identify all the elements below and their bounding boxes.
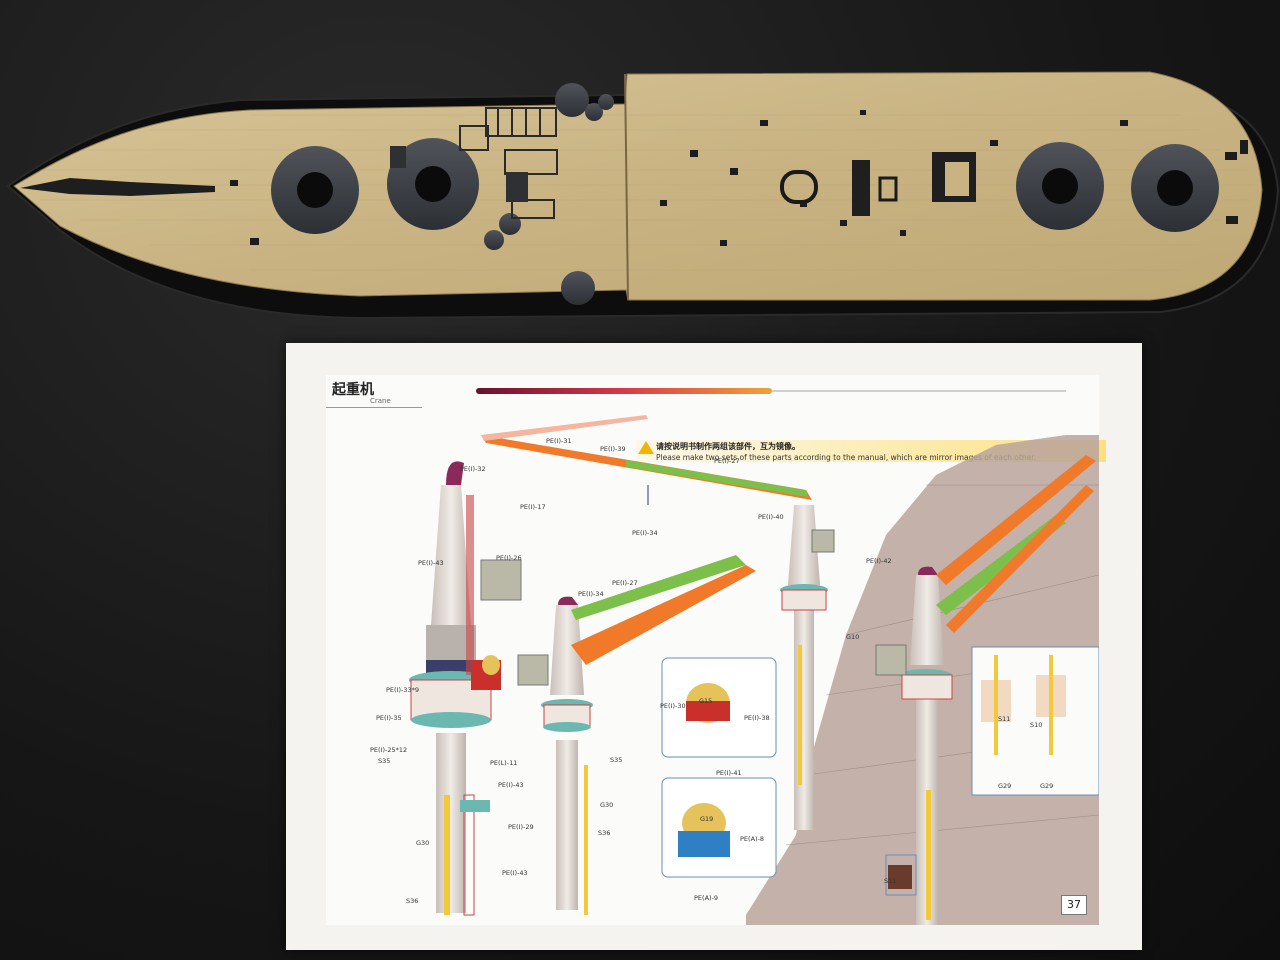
header-progress-bar: [476, 388, 772, 394]
deck-fittings: [230, 110, 1248, 246]
part-label: S35: [378, 757, 390, 765]
part-label: G10: [846, 633, 859, 641]
turret-b: [387, 138, 479, 230]
page-number: 37: [1061, 895, 1087, 915]
part-label: PE(I)-41: [716, 769, 742, 777]
sheet-content: 起重机 Crane 请按说明书制作两组该部件，互为镜像。 Please make…: [326, 375, 1106, 925]
part-label: PE(I)-29: [508, 823, 534, 831]
turret-d: [1131, 144, 1219, 232]
warning-text-en: Please make two sets of these parts acco…: [656, 453, 1037, 462]
part-label: G30: [600, 801, 613, 809]
crane-top: [481, 415, 835, 830]
crane-middle: [517, 555, 756, 915]
part-label: PE(I)-42: [866, 557, 892, 565]
part-label: G15: [699, 697, 712, 705]
inset-winch-g15: [661, 657, 777, 758]
crane-large: [409, 461, 522, 916]
part-label: S35: [610, 756, 622, 764]
bow-crane: [20, 178, 215, 196]
inset-winch-g19: [661, 777, 777, 878]
inset-small-detail: [885, 854, 917, 896]
turret-a: [271, 146, 359, 234]
part-label: PE(I)-31: [546, 437, 572, 445]
part-label: PE(I)-43: [498, 781, 524, 789]
part-label: PE(I)-32: [460, 465, 486, 473]
section-subtitle: Crane: [370, 397, 391, 405]
part-label: PE(I)-35: [376, 714, 402, 722]
turret-c: [1016, 142, 1104, 230]
part-label: S11: [884, 877, 896, 885]
wooden-deck: [13, 71, 1263, 301]
part-labels: PE(I)-32PE(I)-43PE(I)-26PE(I)-33*9PE(I)-…: [370, 437, 1053, 905]
part-label: G29: [998, 782, 1011, 790]
part-label: S11: [998, 715, 1010, 723]
inset-blocks: [971, 646, 1099, 796]
part-label: PE(I)-40: [758, 513, 784, 521]
part-label: PE(I)-43: [418, 559, 444, 567]
part-label: PE(I)-43: [502, 869, 528, 877]
part-label: PE(I)-34: [632, 529, 658, 537]
stern-hatch: [780, 170, 818, 204]
part-label: G30: [416, 839, 429, 847]
part-label: S36: [598, 829, 610, 837]
part-label: PE(I)-27: [612, 579, 638, 587]
part-label: S36: [406, 897, 418, 905]
part-label: PE(I)-25*12: [370, 746, 407, 754]
part-label: PE(I)-30: [660, 702, 686, 710]
warning-text-cn: 请按说明书制作两组该部件，互为镜像。: [656, 442, 800, 451]
section-title: 起重机: [332, 382, 374, 398]
part-label: PE(I)-26: [496, 554, 522, 562]
funnel: [506, 172, 528, 202]
part-label: PE(I)-33*9: [386, 686, 419, 694]
part-label: PE(A)-8: [740, 835, 764, 843]
part-label: G29: [1040, 782, 1053, 790]
section-header-box: [326, 375, 422, 408]
crane-illustrations: PE(I)-32PE(I)-43PE(I)-26PE(I)-33*9PE(I)-…: [370, 388, 1099, 925]
warning-icon: [638, 441, 654, 454]
part-label: PE(A)-9: [694, 894, 718, 902]
part-label: PE(I)-17: [520, 503, 546, 511]
part-label: PE(I)-27: [714, 457, 740, 465]
part-label: S10: [1030, 721, 1042, 729]
part-label: PE(L)-11: [490, 759, 517, 767]
crane-ship-mounted: [875, 455, 1096, 925]
instruction-sheet: 起重机 Crane 请按说明书制作两组该部件，互为镜像。 Please make…: [286, 343, 1142, 950]
superstructure: [459, 107, 558, 219]
part-label: PE(I)-34: [578, 590, 604, 598]
part-label: PE(I)-39: [600, 445, 626, 453]
part-label: G19: [700, 815, 713, 823]
part-label: PE(I)-38: [744, 714, 770, 722]
secondary-mounts: [484, 83, 614, 305]
